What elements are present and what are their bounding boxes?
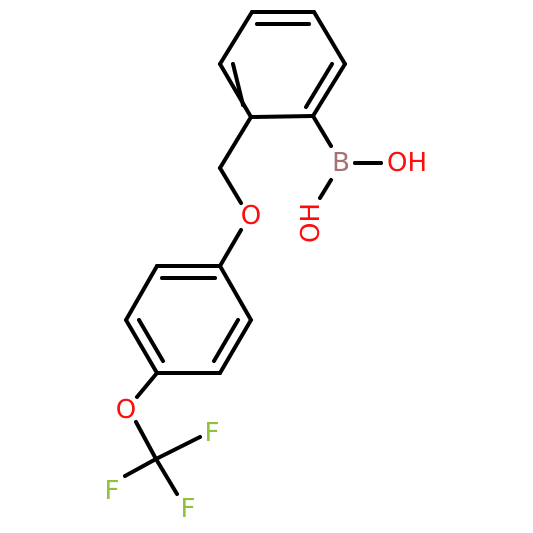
fluorine-label: F <box>105 476 120 506</box>
trifluoromethoxy-group: O F F F <box>105 371 220 524</box>
double-bond-inner <box>212 318 240 363</box>
bond <box>218 62 253 119</box>
boronic-acid-group: B OH OH <box>296 114 427 243</box>
bond <box>134 420 158 461</box>
bond <box>218 318 253 375</box>
methoxy-oxygen-label: O <box>116 395 136 425</box>
bond <box>249 114 315 119</box>
bond <box>218 166 243 205</box>
benzene-ring-lower <box>124 264 253 375</box>
bond <box>318 178 333 200</box>
benzene-ring-upper <box>218 10 347 119</box>
bond <box>123 457 158 478</box>
hydroxyl-label: OH <box>296 203 326 243</box>
bond <box>154 457 179 496</box>
bond <box>154 435 202 461</box>
bond <box>218 228 243 268</box>
fluorine-label: F <box>205 418 220 448</box>
bond <box>218 264 253 322</box>
bond <box>218 115 253 170</box>
double-bond-inner <box>231 62 245 107</box>
boron-label: B <box>332 148 350 178</box>
double-bond-inner <box>137 318 165 363</box>
bond <box>311 62 347 118</box>
fluorine-label: F <box>181 494 196 524</box>
bond <box>312 10 347 66</box>
bond <box>124 318 159 375</box>
hydroxyl-label: OH <box>387 148 427 178</box>
double-bond-inner <box>304 62 334 109</box>
bond <box>124 264 159 322</box>
bond <box>311 114 333 148</box>
bond <box>218 10 254 66</box>
benzyl-ether-linker: O <box>218 115 261 268</box>
bond <box>135 371 159 399</box>
ether-oxygen-label: O <box>241 201 261 231</box>
